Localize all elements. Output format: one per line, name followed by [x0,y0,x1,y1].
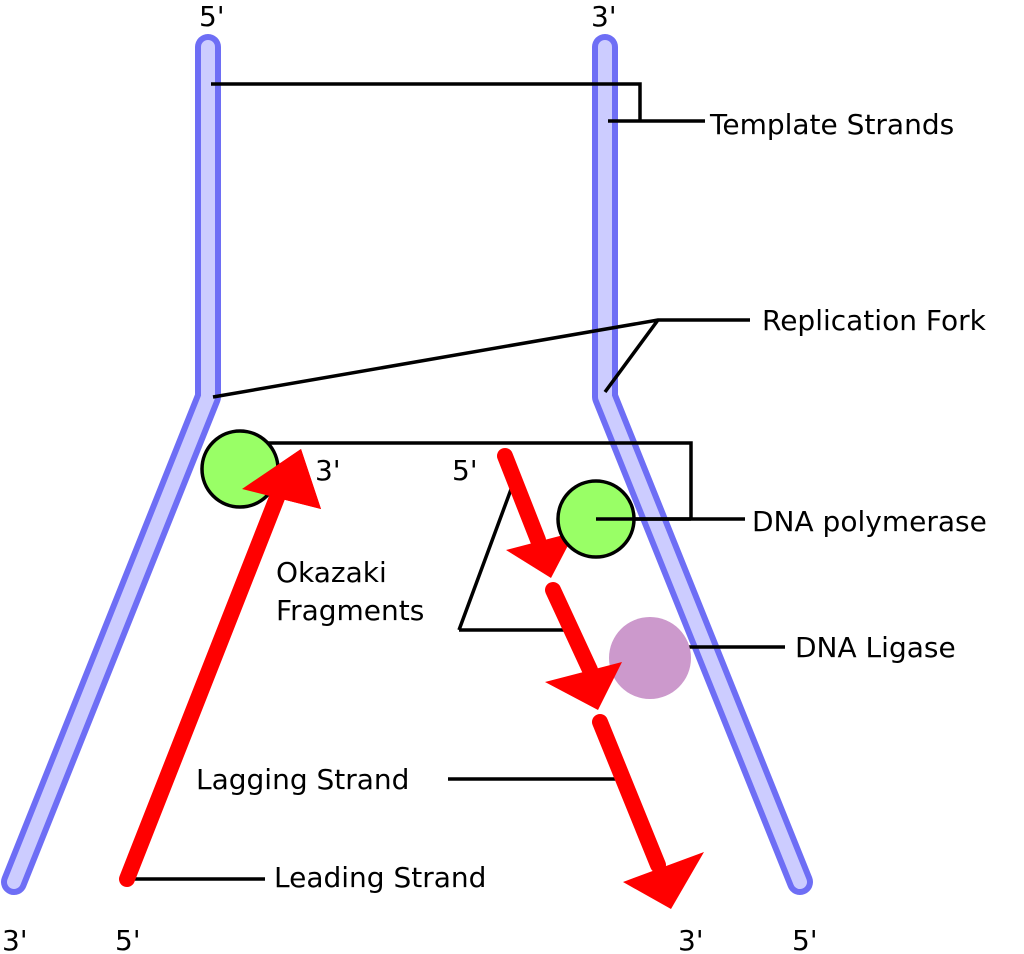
callout-dna-ligase: DNA Ligase [795,631,956,664]
dna-ligase [609,617,691,699]
callout-lagging-strand: Lagging Strand [196,763,409,796]
callout-template-strands: Template Strands [709,108,954,141]
template-strands [1,34,813,895]
label-lagging-start-5prime: 5' [452,454,478,487]
okazaki-fragment-1-shaft [497,448,546,548]
okazaki-fragment-2-arrowhead [545,662,622,710]
label-top-right-3prime: 3' [591,0,617,33]
okazaki-fragment-1-arrowhead [506,532,575,578]
label-bottom-lagging-3prime: 3' [678,924,704,954]
template-strands-bracket [211,82,705,123]
okazaki-fragment-2-shaft [545,582,598,678]
label-bottom-left-template-3prime: 3' [2,924,28,954]
callout-dna-polymerase: DNA polymerase [752,505,987,538]
callout-okazaki-line1: Okazaki [276,556,387,589]
leading-strand-arrowhead-top [242,449,321,509]
callout-replication-fork: Replication Fork [762,304,987,337]
leading-strand-shaft [119,482,288,887]
template-strand-right-core [598,40,807,889]
callout-leading-strand: Leading Strand [274,861,486,894]
label-top-left-5prime: 5' [199,0,225,33]
template-strand-left-core [7,40,215,889]
callout-labels: Template Strands Replication Fork DNA po… [196,108,987,894]
okazaki-fragments [497,448,704,909]
label-bottom-right-template-5prime: 5' [792,924,818,954]
okazaki-leader [457,483,568,632]
end-labels: 5' 3' 3' 5' 3' 5' 3' 5' [2,0,818,954]
okazaki-fragment-3-arrowhead [623,852,704,909]
replication-fork-leader [212,318,750,399]
callout-okazaki-line2: Fragments [276,594,424,627]
label-leading-tip-3prime: 3' [315,454,341,487]
label-bottom-leading-5prime: 5' [115,924,141,954]
okazaki-fragment-3-shaft [592,714,666,873]
dna-polymerase-left [200,429,280,509]
